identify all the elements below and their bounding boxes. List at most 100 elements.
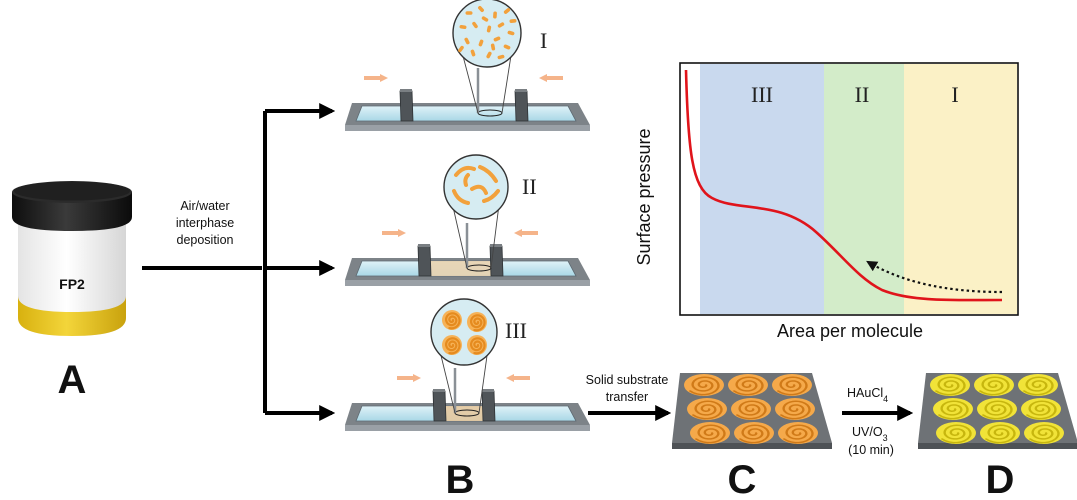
- spiral-ridge: [1026, 400, 1057, 420]
- spiral-ridge: [1023, 376, 1054, 396]
- barrier-left: [399, 90, 414, 122]
- trough-base: [345, 425, 590, 431]
- trough-2: [345, 154, 590, 286]
- compression-arrow-left: [539, 74, 563, 82]
- panel-label-c: C: [728, 458, 757, 500]
- gold-spiral-substrate: [918, 373, 1077, 449]
- trough-base: [345, 125, 590, 131]
- barrier-top: [400, 89, 412, 92]
- transfer-line-2: transfer: [606, 390, 648, 404]
- nanofiber-dot: [486, 51, 492, 59]
- spiral-coil: [445, 337, 461, 355]
- region-ii: [824, 64, 904, 314]
- spiral-ridge: [689, 376, 720, 396]
- region-i: [904, 64, 1017, 314]
- nanofiber-dot: [497, 54, 505, 60]
- y-axis-label: Surface pressure: [634, 128, 654, 265]
- trough-3: [345, 298, 590, 431]
- nanofiber-rod: [463, 173, 470, 187]
- spiral-ridge: [783, 424, 814, 444]
- transfer-line-1: Solid substrate: [586, 373, 669, 387]
- zoom-line: [501, 56, 512, 114]
- phase-label-i: I: [540, 28, 547, 53]
- plot-frame: [679, 62, 1019, 316]
- spiral-ridge: [982, 400, 1013, 420]
- trough-1: [345, 0, 590, 131]
- nanofiber-dot: [478, 39, 484, 47]
- spiral-ridge: [692, 400, 723, 420]
- region-label-i: I: [951, 82, 958, 107]
- barrier-top: [433, 389, 445, 392]
- langmuir-troughs: [345, 0, 590, 431]
- barrier-right: [481, 390, 496, 422]
- isotherm-curve: [684, 69, 1003, 302]
- zoom-line: [478, 355, 488, 414]
- zoom-line: [453, 209, 468, 269]
- zoom-line: [440, 354, 456, 414]
- spiral-coil: [445, 312, 461, 330]
- panel-label-a: A: [58, 358, 87, 402]
- region-label-ii: II: [855, 82, 870, 107]
- spiral-coil: [470, 314, 486, 332]
- barrier-top: [515, 89, 527, 92]
- substrate-edge: [672, 443, 832, 449]
- substrate-edge: [918, 443, 1077, 449]
- spiral-ridge: [1029, 424, 1060, 444]
- spiral-coil: [470, 337, 486, 355]
- spiral-ridge: [733, 376, 764, 396]
- nanofiber-rod: [478, 165, 498, 183]
- spiral-ridge: [695, 424, 726, 444]
- nanofiber-rod: [454, 165, 476, 177]
- nanofiber-dot: [459, 24, 467, 30]
- phase-label-ii: II: [522, 174, 537, 199]
- compression-arrow-left: [506, 374, 530, 382]
- compression-arrow-right: [382, 229, 406, 237]
- nanofiber-dot: [493, 11, 497, 19]
- region-iii: [700, 64, 824, 314]
- nanofiber-dot: [493, 36, 501, 42]
- nanofiber-dot: [470, 49, 476, 57]
- spiral-ridge: [941, 424, 972, 444]
- x-axis-label: Area per molecule: [777, 321, 923, 341]
- spiral-ridge: [985, 424, 1016, 444]
- jar-label: FP2: [59, 276, 85, 292]
- nanofiber-dot: [497, 22, 505, 28]
- spiral-ridge: [935, 376, 966, 396]
- barrier-left: [432, 390, 447, 422]
- compression-arrow-left: [514, 229, 538, 237]
- nanofiber-dot: [478, 5, 484, 13]
- barrier-right: [514, 90, 529, 122]
- spiral-ridge: [739, 424, 770, 444]
- nanofiber-dot: [490, 43, 496, 51]
- barrier-top: [482, 389, 494, 392]
- branch-arrows: [142, 103, 336, 421]
- deposition-line-2: interphase: [176, 216, 234, 230]
- barrier-left: [417, 245, 432, 277]
- nanofiber-rod: [470, 184, 488, 195]
- nanofiber-dot: [503, 44, 511, 50]
- haucl4-label: HAuCl4: [847, 386, 888, 404]
- spiral-ridge: [780, 400, 811, 420]
- zoom-line: [462, 56, 479, 114]
- nanofiber-dot: [509, 18, 517, 24]
- magnifier-circle: [452, 0, 522, 68]
- nanofiber-rod: [452, 189, 470, 205]
- compressed-film: [421, 261, 493, 276]
- deposition-line-3: deposition: [177, 233, 234, 247]
- nanofiber-dot: [465, 11, 473, 15]
- zoom-line: [490, 209, 499, 269]
- panel-label-b: B: [446, 458, 475, 500]
- nanofiber-dot: [486, 25, 492, 33]
- spiral-ridge: [736, 400, 767, 420]
- nanofiber-dot: [464, 37, 470, 45]
- panel-label-d: D: [986, 458, 1015, 500]
- water-surface: [355, 105, 577, 122]
- nanofiber-dot: [472, 21, 478, 29]
- time-label: (10 min): [848, 443, 894, 457]
- trough-base: [345, 280, 590, 286]
- barrier-top: [418, 244, 430, 247]
- magnifier-circle: [430, 298, 498, 366]
- fp2-jar: [12, 181, 132, 336]
- nanofiber-dot: [458, 45, 464, 53]
